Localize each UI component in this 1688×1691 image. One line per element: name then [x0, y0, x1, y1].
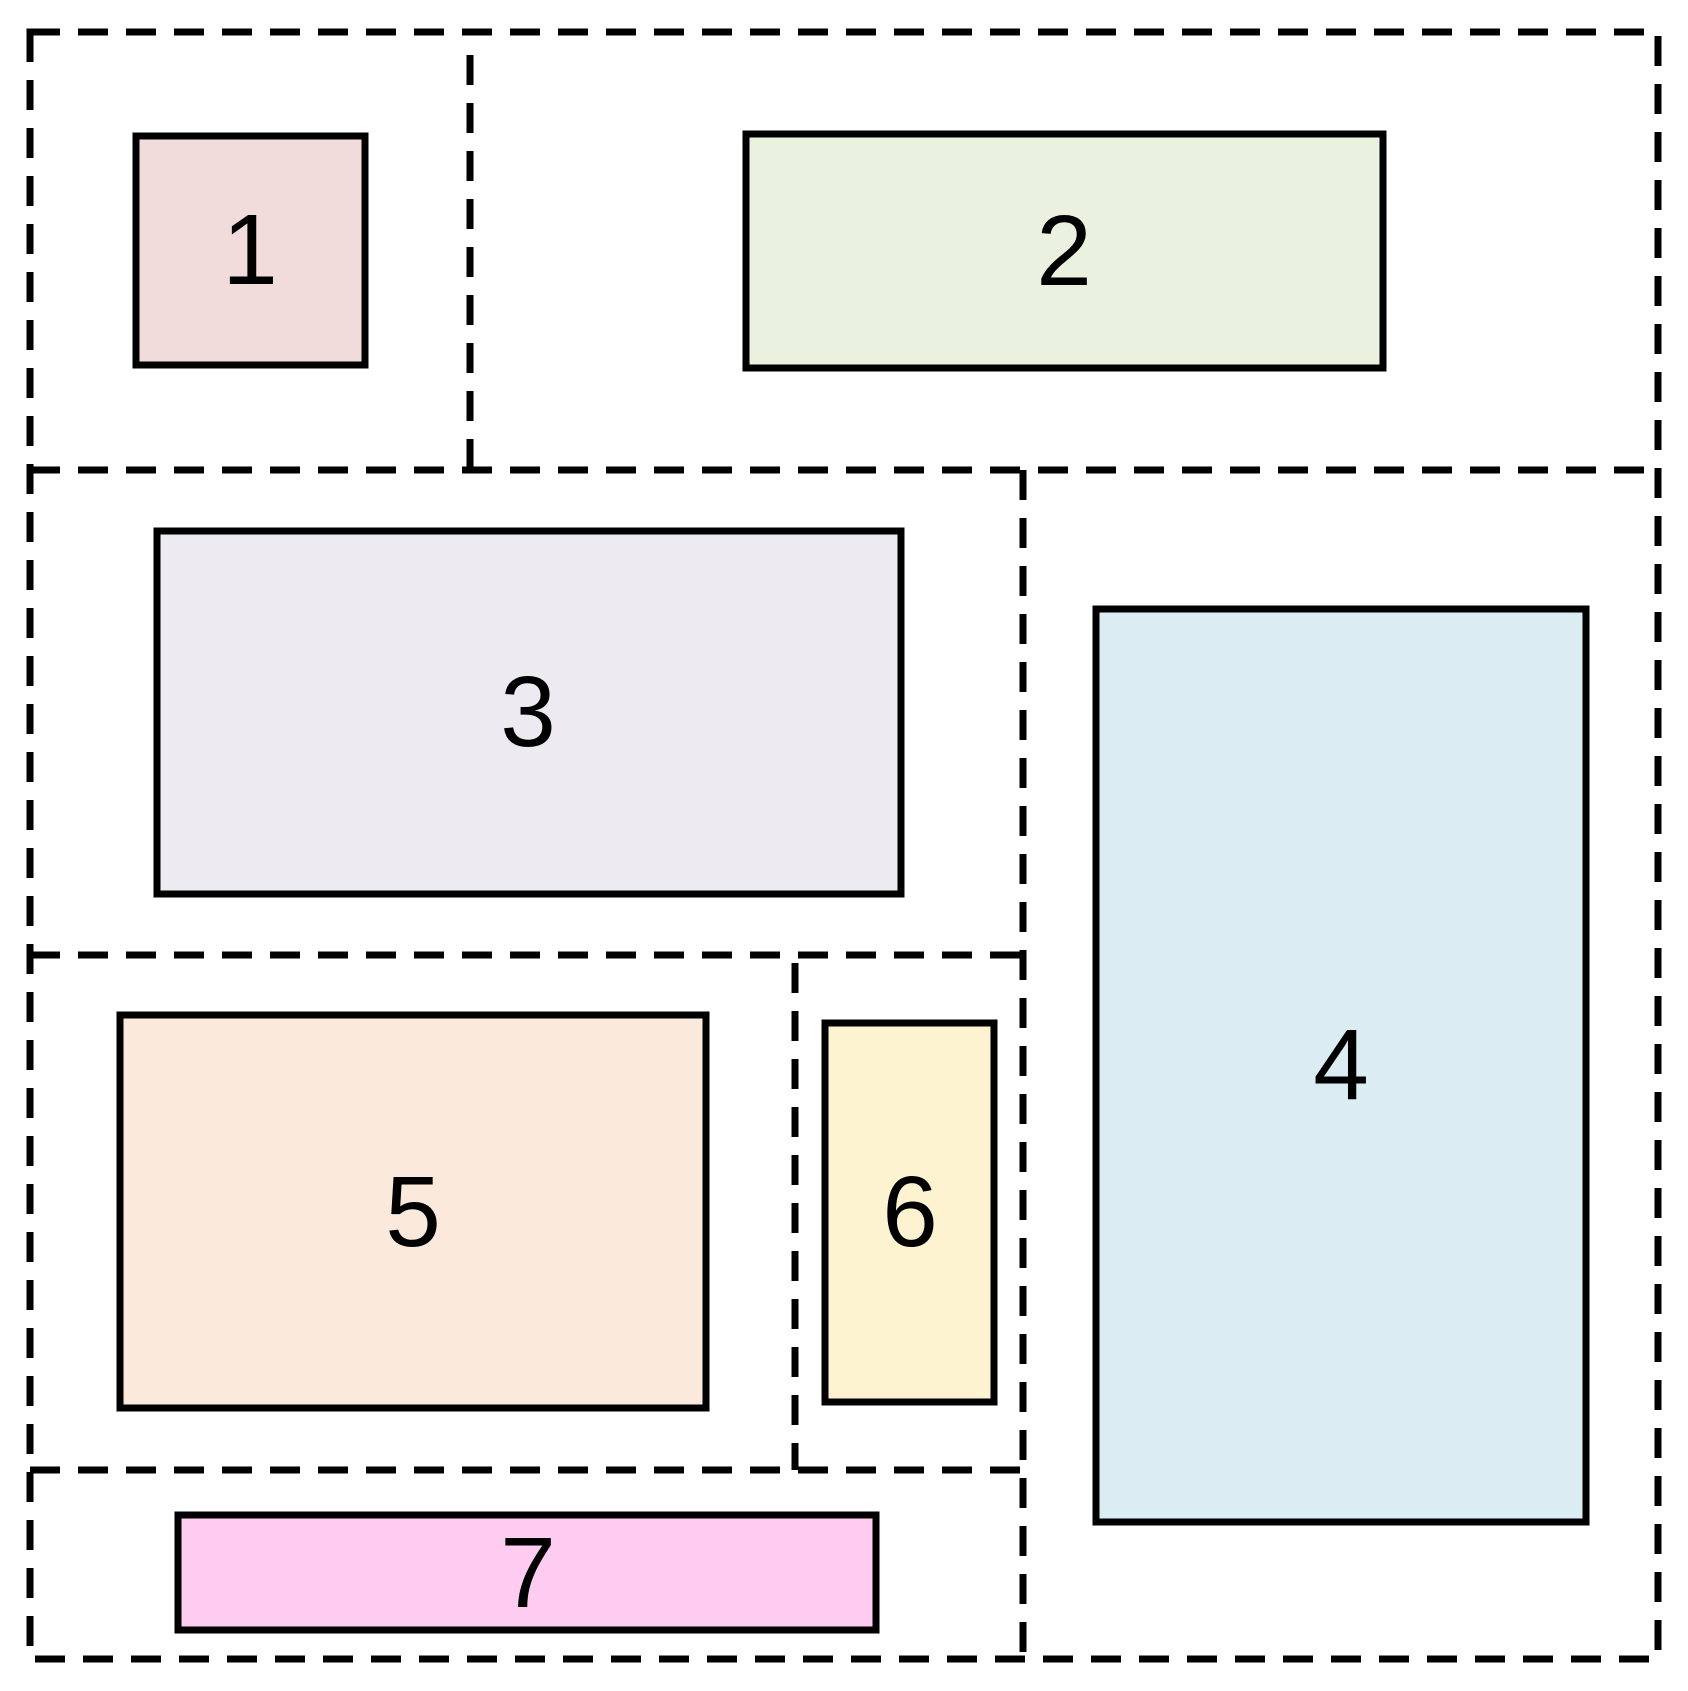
box-5-label: 5: [385, 1156, 441, 1268]
box-2-rect: [742, 130, 1387, 372]
box-6-label: 6: [882, 1156, 938, 1268]
box-6-rect: [821, 1019, 998, 1406]
box-7: 7: [174, 1511, 880, 1634]
box-3-label: 3: [500, 656, 556, 768]
partition-lines: [26, 28, 1662, 1663]
box-3: 3: [153, 527, 905, 898]
box-1: 1: [132, 132, 369, 369]
box-5-rect: [116, 1011, 710, 1412]
box-2-label: 2: [1036, 195, 1092, 307]
box-4: 4: [1092, 605, 1590, 1526]
box-7-rect: [174, 1511, 880, 1634]
box-1-label: 1: [222, 194, 278, 306]
box-7-label: 7: [500, 1517, 556, 1629]
box-1-rect: [132, 132, 369, 369]
box-6: 6: [821, 1019, 998, 1406]
box-3-rect: [153, 527, 905, 898]
box-5: 5: [116, 1011, 710, 1412]
box-4-label: 4: [1313, 1009, 1369, 1121]
box-2: 2: [742, 130, 1387, 372]
box-4-rect: [1092, 605, 1590, 1526]
